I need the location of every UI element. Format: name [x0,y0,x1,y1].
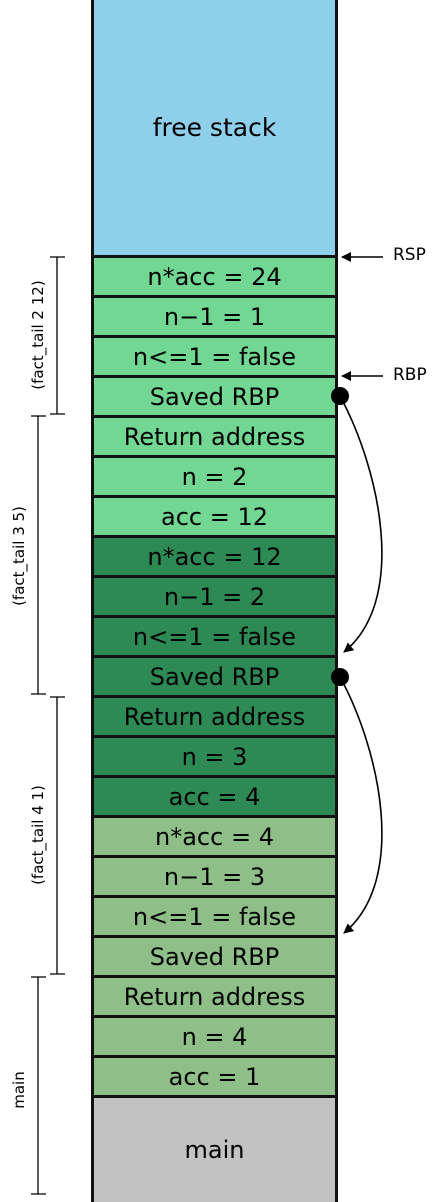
frame-bracket [31,976,46,1195]
stack-cell: n*acc = 24 [94,255,335,295]
stack-cell: acc = 12 [94,495,335,535]
stack-cell: n<=1 = false [94,335,335,375]
stack-cell: acc = 4 [94,775,335,815]
stack-cell: acc = 1 [94,1055,335,1095]
stack-cell: n = 4 [94,1015,335,1055]
stack-cell: n = 2 [94,455,335,495]
cell-text: n*acc = 4 [155,822,274,851]
stack-cell: Saved RBP [94,655,335,695]
stack-cell: Saved RBP [94,935,335,975]
cell-text: n<=1 = false [132,342,297,371]
stack-cell: Saved RBP [94,375,335,415]
cell-text: n−1 = 2 [163,582,266,611]
stack-cell: Return address [94,415,335,455]
frame-label: (fact_tail 2 12) [29,280,47,390]
rbp-label: RBP [393,365,427,385]
free-stack-region: free stack [94,0,335,255]
rsp-label: RSP [393,245,426,265]
cell-text: Saved RBP [149,942,280,971]
cell-text: Return address [123,422,306,451]
frame-label: (fact_tail 3 5) [10,506,28,606]
stack-cell: Return address [94,695,335,735]
main-region: main [94,1095,335,1202]
cell-text: Return address [123,982,306,1011]
cell-text: n = 3 [181,742,248,771]
stack-cell: n<=1 = false [94,615,335,655]
saved-rbp-link-arrow [339,395,383,653]
stack-cell: Return address [94,975,335,1015]
stack-cell: n<=1 = false [94,895,335,935]
frame-bracket [50,256,65,415]
frame-label: (fact_tail 4 1) [29,785,47,885]
cell-text: n−1 = 3 [163,862,266,891]
cell-text: acc = 4 [168,782,261,811]
saved-rbp-link-arrow [339,676,383,934]
frame-bracket [31,415,46,695]
stack-cell: n*acc = 4 [94,815,335,855]
main-label: main [184,1136,245,1164]
cell-text: Saved RBP [149,382,280,411]
stack-column: free stack n*acc = 24 n−1 = 1 n<=1 = fal… [91,0,338,1202]
free-stack-label: free stack [152,113,277,142]
cell-text: n = 2 [181,462,248,491]
cell-text: Return address [123,702,306,731]
stack-cell: n = 3 [94,735,335,775]
cell-text: n*acc = 24 [147,262,282,291]
cell-text: n*acc = 12 [147,542,282,571]
stack-cell: n−1 = 3 [94,855,335,895]
cell-text: n<=1 = false [132,622,297,651]
cell-text: n<=1 = false [132,902,297,931]
frame-bracket [50,696,65,975]
frame-label: main [10,1071,28,1109]
stack-cell: n−1 = 1 [94,295,335,335]
cell-text: n = 4 [181,1022,248,1051]
cell-text: acc = 1 [168,1062,261,1091]
stack-cell: n*acc = 12 [94,535,335,575]
cell-text: acc = 12 [160,502,268,531]
cell-text: Saved RBP [149,662,280,691]
stack-cell: n−1 = 2 [94,575,335,615]
cell-text: n−1 = 1 [163,302,266,331]
